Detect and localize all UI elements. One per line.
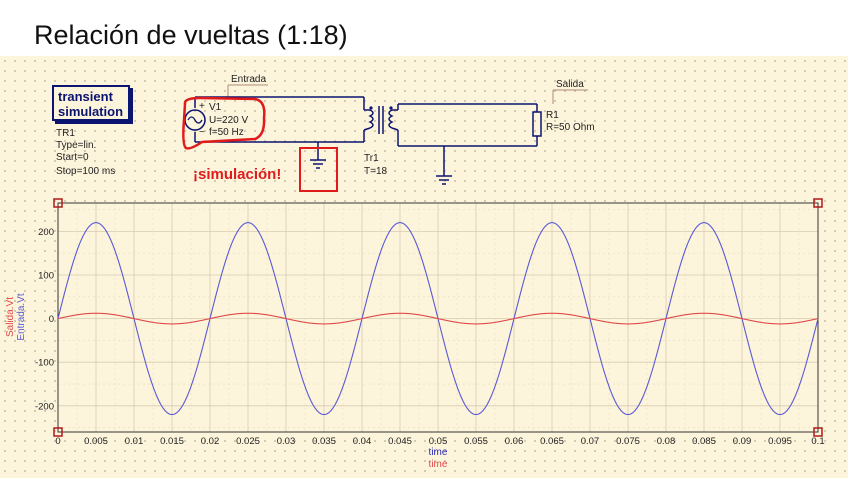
x-tick-label: 0.03 [277,436,296,447]
source-voltage[interactable]: U=220 V [209,115,249,126]
handle-top-left[interactable] [53,198,63,208]
transformer-ratio[interactable]: T=18 [364,166,388,177]
x-tick-label: 0.05 [429,436,448,447]
x-tick-label: 0.07 [581,436,600,447]
tr-secondary-coil [388,109,394,129]
plot-ticks: 0 0.005 0.01 0.015 0.02 0.025 0.03 0.035 0.04 0.0… [35,227,825,447]
x-tick-label: 0.005 [84,436,108,447]
sim-stop: Stop=100 ms [56,166,116,177]
y-tick-label: 0 [49,314,54,325]
transformer-name[interactable]: Tr1 [364,153,379,164]
y-tick-label: -200 [35,401,54,412]
x-tick-label: 0.04 [353,436,372,447]
source-minus-sign: ~ [199,127,205,138]
sim-type: Type=lin. [56,140,97,151]
entrada-wire-label[interactable]: Entrada [231,74,267,85]
slide-title: Relación de vueltas (1:18) [34,20,348,50]
x-tick-label: 0.045 [388,436,412,447]
x-tick-label: 0.015 [160,436,184,447]
y-tick-label: -100 [35,358,54,369]
tr-dot-secondary [389,106,393,110]
x-tick-label: 0.035 [312,436,336,447]
simulation-annotation: ¡simulación! [193,166,282,183]
x-tick-label: 0.025 [236,436,260,447]
series-salida-vt [57,312,819,325]
tr-primary-coil [368,109,374,129]
x-tick-label: 0 [55,436,60,447]
x-tick-label: 0.1 [811,436,824,447]
x-tick-label: 0.075 [616,436,640,447]
salida-wire-label[interactable]: Salida [556,79,584,90]
x-axis-label-time-2: time [429,459,448,470]
sim-box-line2: simulation [58,104,124,119]
tr-secondary-bottom-joint [391,127,399,131]
x-axis-label-time-1: time [429,447,448,458]
source-name[interactable]: V1 [209,102,222,113]
x-tick-label: 0.095 [768,436,792,447]
x-tick-label: 0.01 [125,436,144,447]
sine-symbol-icon [187,116,203,124]
transient-simulation-block[interactable]: transient simulation [52,85,130,121]
y-tick-label: 200 [38,227,54,238]
x-tick-label: 0.065 [540,436,564,447]
x-tick-label: 0.08 [657,436,676,447]
x-tick-label: 0.055 [464,436,488,447]
tr-primary-bottom-joint [363,127,371,131]
resistor-value[interactable]: R=50 Ohm [546,122,595,133]
sim-name: TR1 [56,128,75,139]
y-tick-label: 100 [38,270,54,281]
handle-bottom-left[interactable] [53,427,63,437]
y-axis-label-salida: Salida.Vt [5,297,16,337]
sim-start: Start=0 [56,152,89,163]
x-tick-label: 0.085 [692,436,716,447]
source-plus-sign: + [199,101,205,112]
x-tick-label: 0.02 [201,436,220,447]
tr-dot-primary [369,106,373,110]
source-frequency[interactable]: f=50 Hz [209,127,244,138]
handle-bottom-right[interactable] [813,427,823,437]
handle-top-right[interactable] [813,198,823,208]
sim-box-line1: transient [58,89,113,104]
source-highlight-annotation [182,96,266,150]
x-tick-label: 0.09 [733,436,752,447]
y-axis-label-entrada: Entrada.Vt [16,293,27,340]
resistor-name[interactable]: R1 [546,110,559,121]
x-tick-label: 0.06 [505,436,524,447]
ground-highlight-annotation [299,147,338,192]
